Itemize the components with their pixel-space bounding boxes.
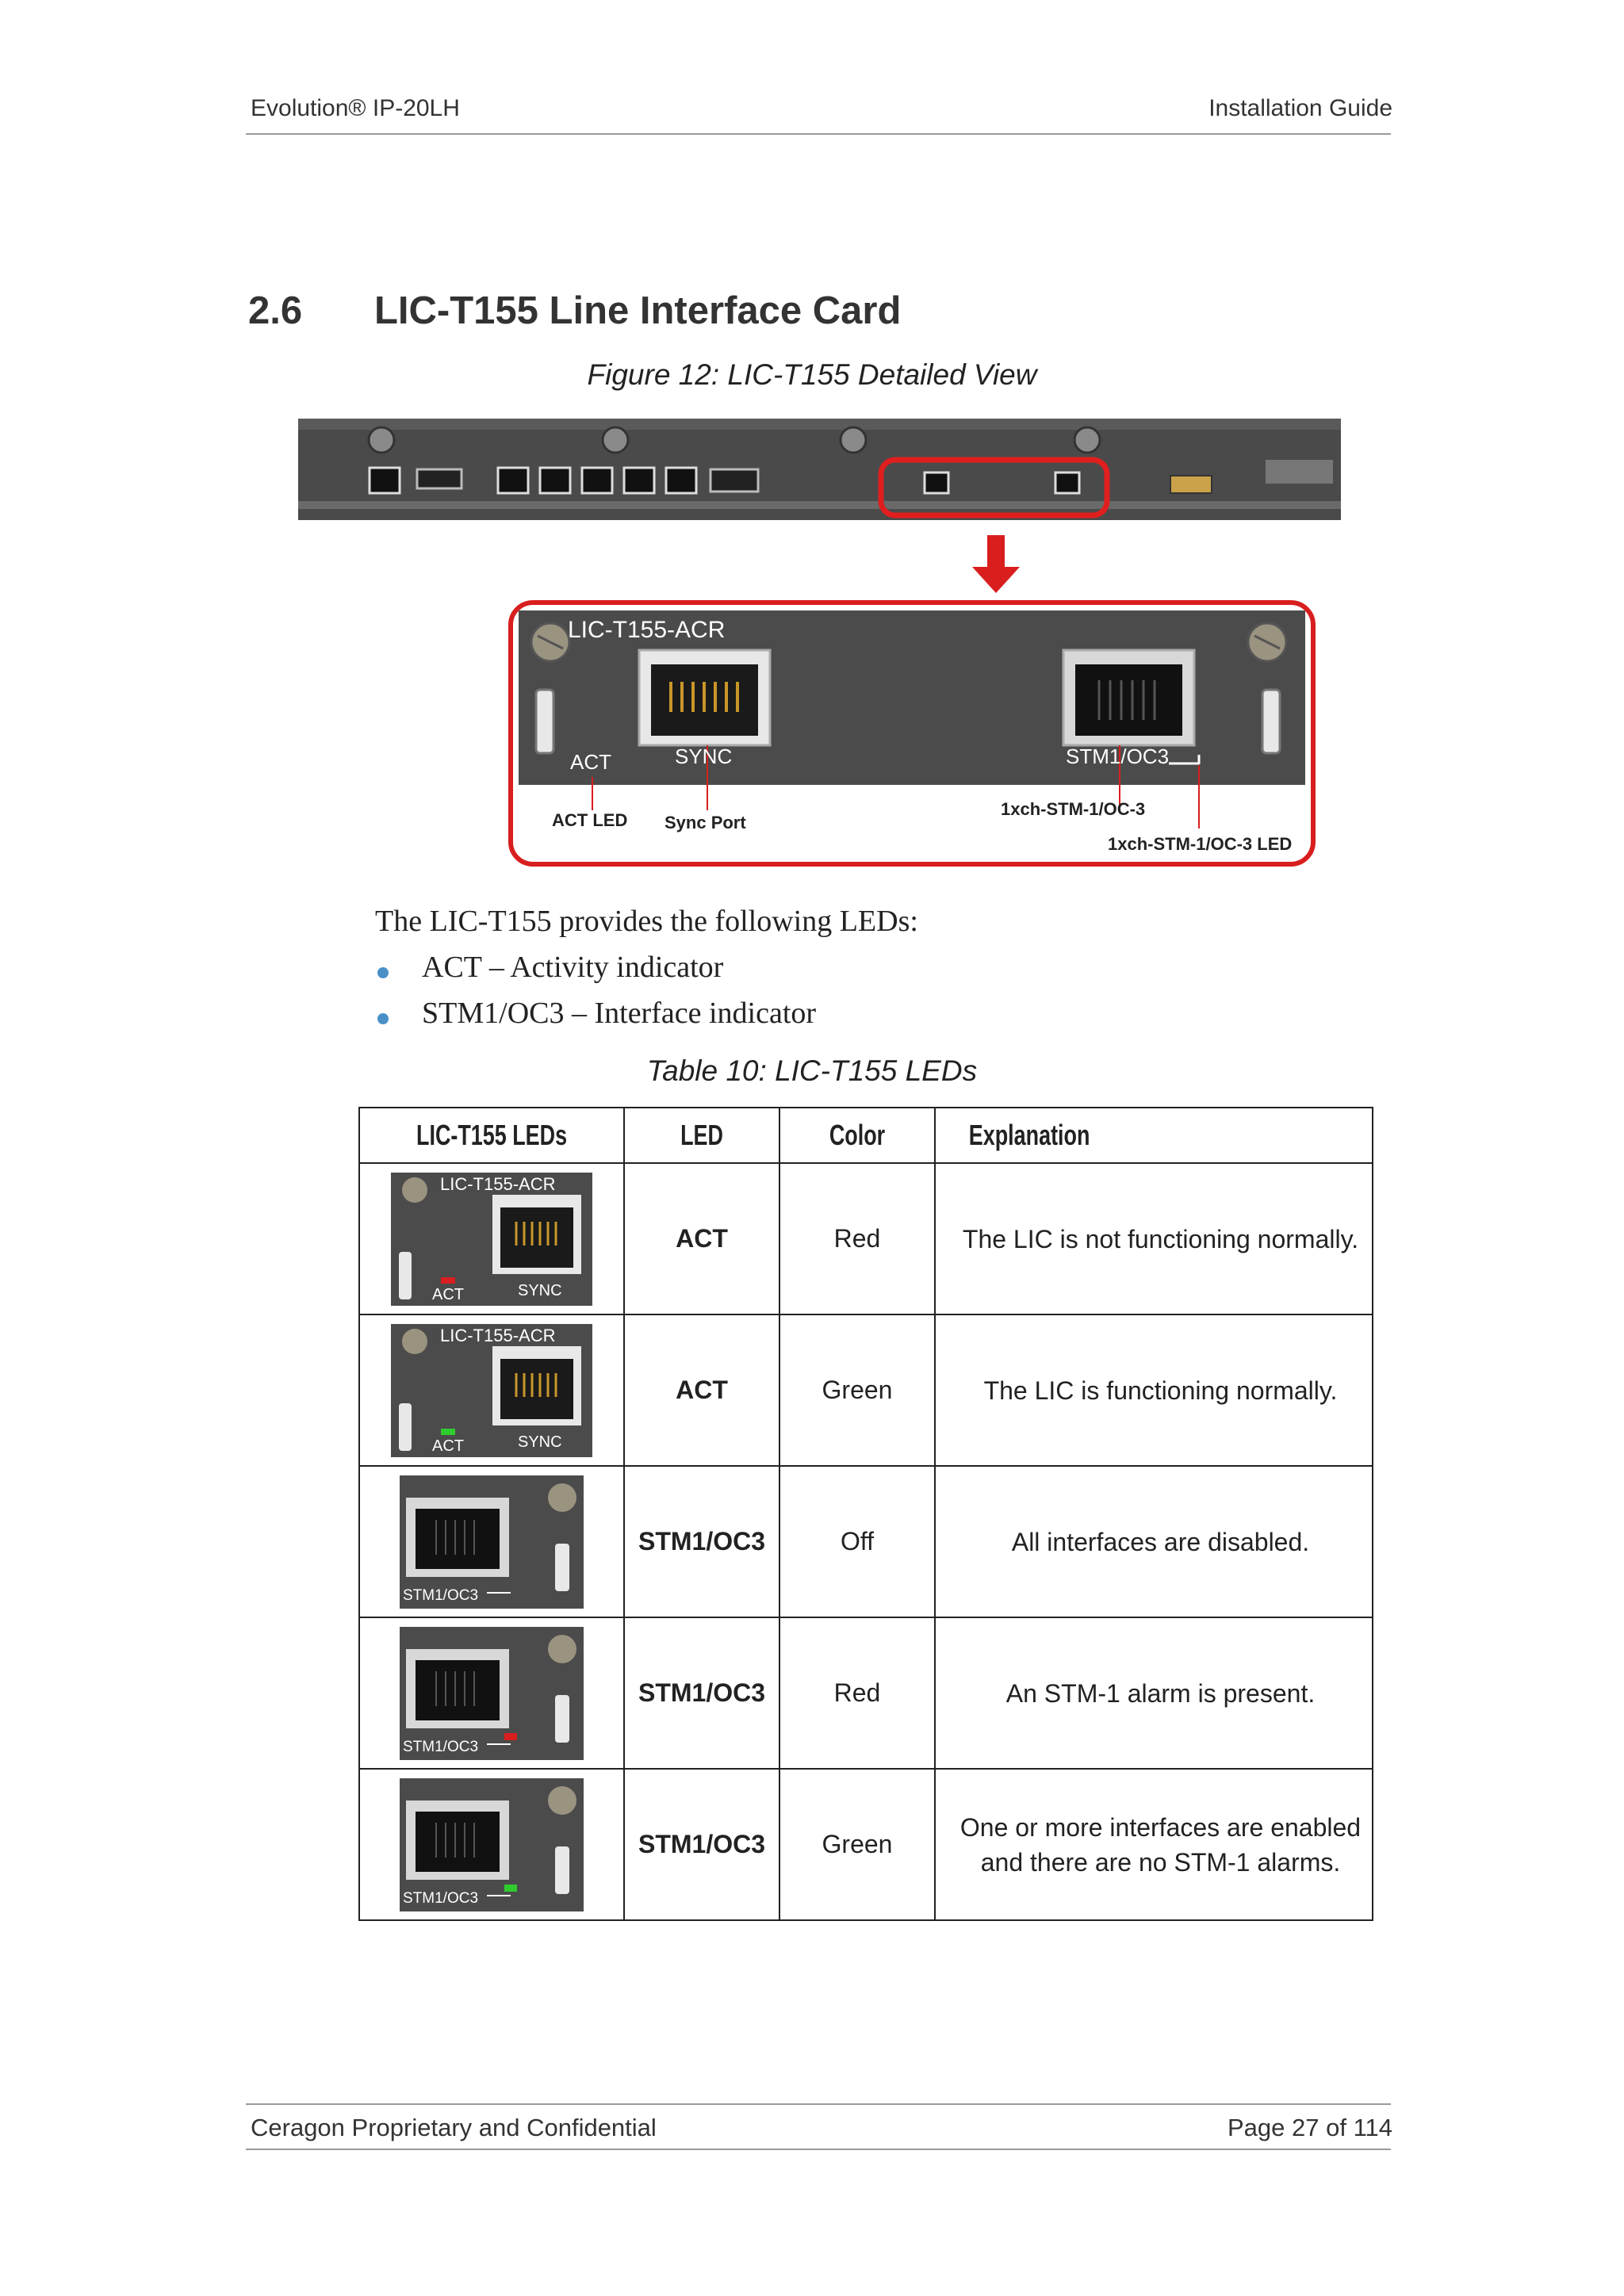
card-label: LIC-T155-ACR bbox=[568, 617, 725, 643]
led-name-cell: STM1/OC3 bbox=[623, 1617, 780, 1770]
act-led-thumbnail: LIC-T155-ACR ACT SYNC bbox=[391, 1172, 592, 1306]
zoomed-card: LIC-T155-ACR ACT SYNC STM1/OC3 ACT LED S… bbox=[508, 600, 1316, 867]
explanation-cell: The LIC is functioning normally. bbox=[934, 1314, 1373, 1467]
thumb-card-label: LIC-T155-ACR bbox=[440, 1326, 555, 1345]
lic-t155-figure: LIC-T155-ACR ACT SYNC STM1/OC3 ACT LED S… bbox=[298, 419, 1341, 867]
stm-led-thumbnail: STM1/OC3 bbox=[400, 1475, 584, 1609]
thumb-sync-label: SYNC bbox=[518, 1282, 562, 1299]
led-name-cell: ACT bbox=[623, 1162, 780, 1315]
bullet-item: ACT – Activity indicator bbox=[422, 951, 724, 984]
explanation-cell: All interfaces are disabled. bbox=[934, 1465, 1373, 1618]
table-row: STM1/OC3 STM1/OC3 Off All interfaces are… bbox=[358, 1465, 1373, 1618]
thumb-stm-label: STM1/OC3 bbox=[403, 1587, 478, 1604]
stm-led-thumbnail: STM1/OC3 bbox=[400, 1777, 584, 1911]
chassis-front-panel bbox=[298, 419, 1341, 520]
header-cell: LED bbox=[632, 1107, 772, 1164]
footer-divider-top bbox=[246, 2103, 1391, 2105]
status-led bbox=[441, 1276, 455, 1284]
thumb-act-label: ACT bbox=[432, 1437, 464, 1455]
table-row: STM1/OC3 STM1/OC3 Green One or more inte… bbox=[358, 1768, 1373, 1921]
act-label: ACT bbox=[570, 750, 611, 774]
status-led bbox=[504, 1884, 517, 1892]
callout-act-led: ACT LED bbox=[552, 810, 627, 830]
callout-stm-led: 1xch-STM-1/OC-3 LED bbox=[1108, 834, 1292, 854]
table-caption: Table 10: LIC-T155 LEDs bbox=[646, 1054, 978, 1087]
color-cell: Green bbox=[779, 1768, 936, 1921]
header-doc-title: Evolution® IP-20LH bbox=[251, 95, 460, 121]
led-image-cell: LIC-T155-ACR ACT SYNC bbox=[358, 1314, 625, 1467]
header-cell: Explanation bbox=[960, 1107, 1347, 1164]
table-row: STM1/OC3 STM1/OC3 Red An STM-1 alarm is … bbox=[358, 1617, 1373, 1770]
thumb-stm-label: STM1/OC3 bbox=[403, 1890, 478, 1907]
led-name-cell: STM1/OC3 bbox=[623, 1768, 780, 1921]
section-number: 2.6 bbox=[248, 289, 303, 332]
color-cell: Red bbox=[779, 1162, 936, 1315]
zoom-arrow bbox=[972, 535, 1020, 593]
table-header-row: LIC-T155 LEDs LED Color Explanation bbox=[359, 1107, 1373, 1164]
thumb-stm-label: STM1/OC3 bbox=[403, 1739, 478, 1755]
status-led bbox=[504, 1732, 517, 1740]
table-row: LIC-T155-ACR ACT SYNC ACT Red The LIC is… bbox=[358, 1162, 1373, 1315]
led-image-cell: LIC-T155-ACR ACT SYNC bbox=[358, 1162, 625, 1315]
section-title: LIC-T155 Line Interface Card bbox=[374, 289, 902, 332]
thumb-sync-label: SYNC bbox=[518, 1433, 562, 1451]
callout-stm: 1xch-STM-1/OC-3 bbox=[1001, 799, 1145, 819]
thumb-act-label: ACT bbox=[432, 1286, 464, 1303]
led-image-cell: STM1/OC3 bbox=[358, 1465, 625, 1618]
page-number: Page 27 of 114 bbox=[1228, 2114, 1392, 2141]
intro-text: The LIC-T155 provides the following LEDs… bbox=[375, 905, 918, 938]
act-led-thumbnail: LIC-T155-ACR ACT SYNC bbox=[391, 1323, 592, 1457]
header-cell: Color bbox=[787, 1107, 927, 1164]
table-row: LIC-T155-ACR ACT SYNC ACT Green The LIC … bbox=[358, 1314, 1373, 1467]
header-doc-type: Installation Guide bbox=[1208, 95, 1392, 121]
thumb-card-label: LIC-T155-ACR bbox=[440, 1174, 555, 1194]
explanation-cell: One or more interfaces are enabled and t… bbox=[934, 1768, 1373, 1921]
color-cell: Green bbox=[779, 1314, 936, 1467]
bullet-dot bbox=[377, 967, 389, 978]
color-cell: Red bbox=[779, 1617, 936, 1770]
explanation-cell: An STM-1 alarm is present. bbox=[934, 1617, 1373, 1770]
led-table: LIC-T155 LEDs LED Color Explanation LIC-… bbox=[358, 1107, 1373, 1921]
footer-confidential: Ceragon Proprietary and Confidential bbox=[251, 2114, 657, 2141]
color-cell: Off bbox=[779, 1465, 936, 1618]
stm-led-thumbnail: STM1/OC3 bbox=[400, 1626, 584, 1760]
status-led bbox=[441, 1428, 455, 1435]
figure-caption: Figure 12: LIC-T155 Detailed View bbox=[587, 358, 1037, 391]
explanation-cell: The LIC is not functioning normally. bbox=[934, 1162, 1373, 1315]
led-image-cell: STM1/OC3 bbox=[358, 1768, 625, 1921]
stm-label: STM1/OC3 bbox=[1066, 744, 1169, 768]
led-name-cell: STM1/OC3 bbox=[623, 1465, 780, 1618]
header-divider bbox=[246, 133, 1391, 135]
footer-divider-bottom bbox=[246, 2149, 1391, 2150]
header-cell: LIC-T155 LEDs bbox=[374, 1107, 609, 1164]
bullet-dot bbox=[377, 1013, 389, 1024]
callout-sync-port: Sync Port bbox=[665, 813, 746, 832]
led-name-cell: ACT bbox=[623, 1314, 780, 1467]
led-image-cell: STM1/OC3 bbox=[358, 1617, 625, 1770]
sync-label: SYNC bbox=[675, 744, 732, 768]
bullet-item: STM1/OC3 – Interface indicator bbox=[422, 997, 817, 1030]
